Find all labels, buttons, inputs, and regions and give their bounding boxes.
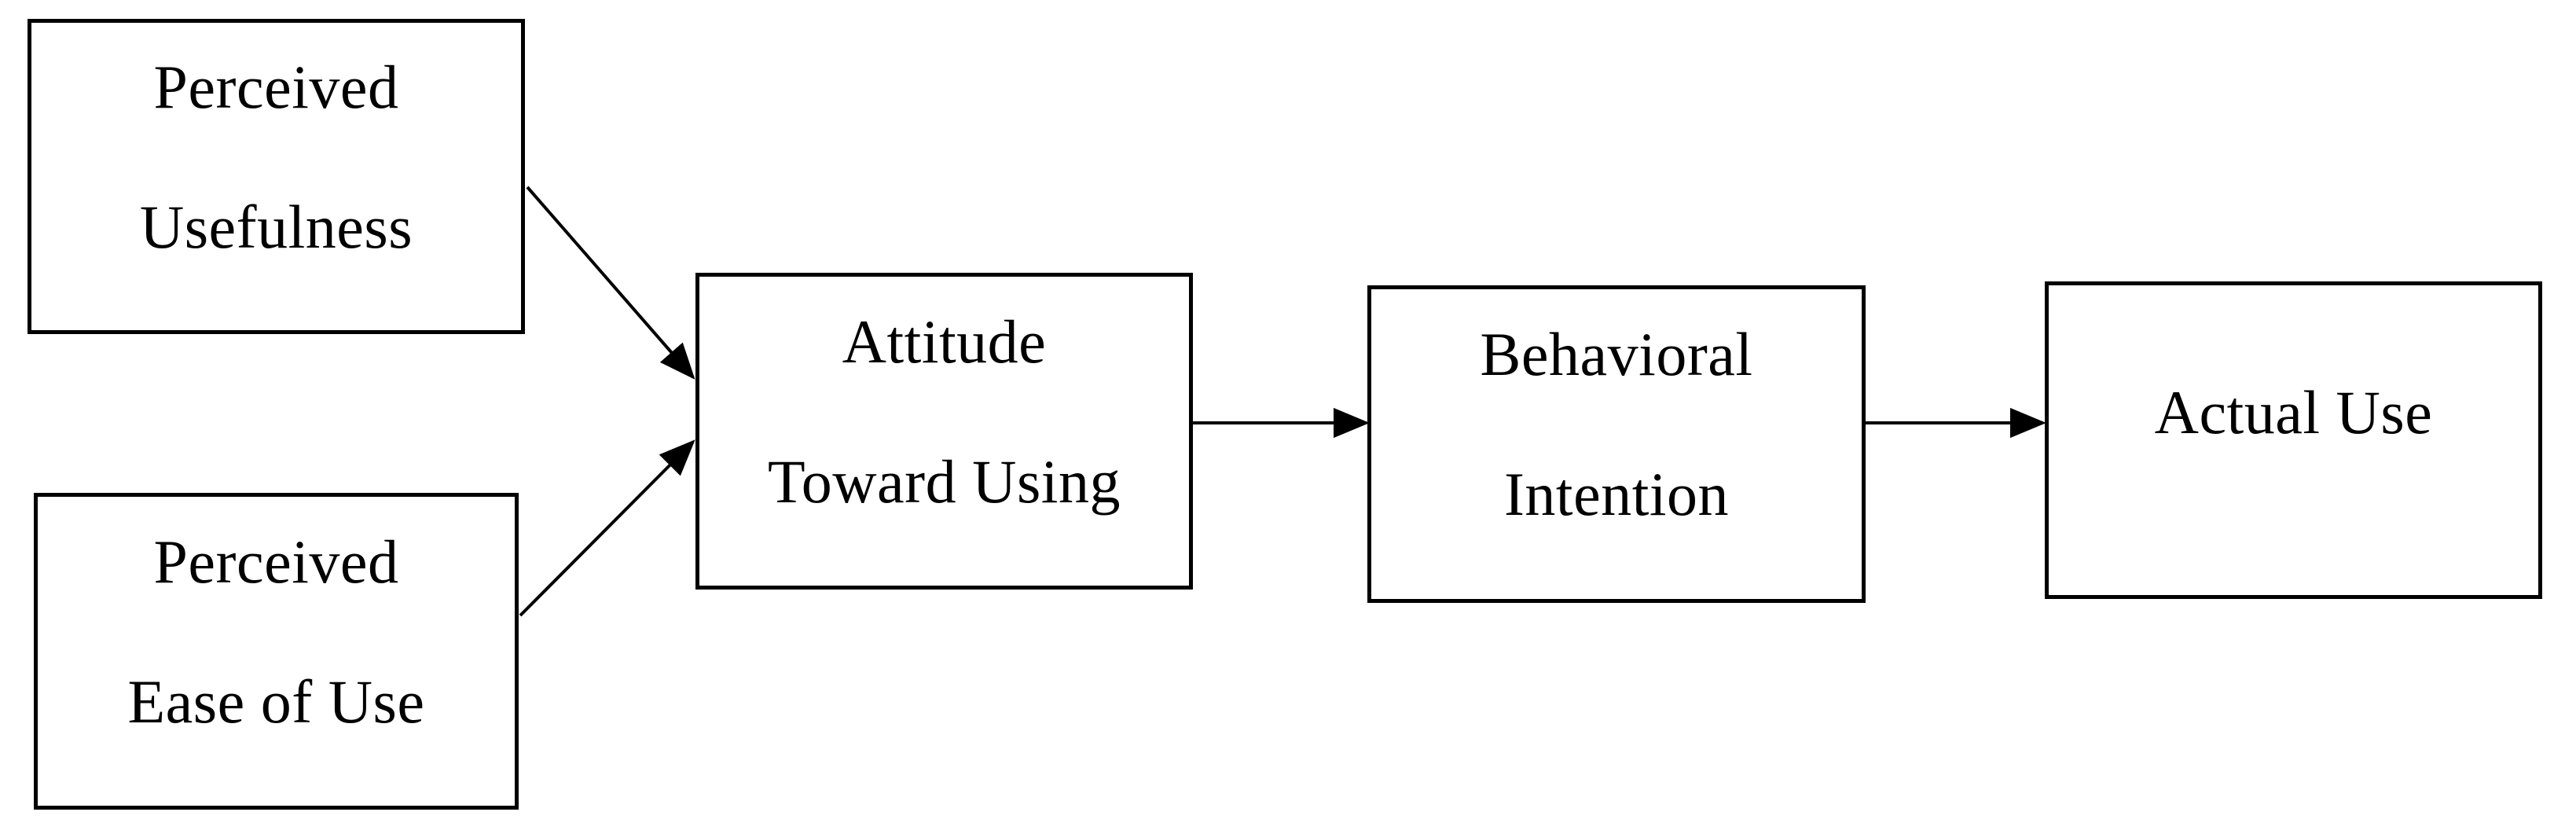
node-label-line: Perceived (153, 52, 399, 121)
node-label-line: Usefulness (139, 192, 413, 261)
edge-usefulness-to-attitude-arrow (526, 186, 695, 380)
node-label-line: Toward Using (768, 446, 1121, 516)
node-label-line: Behavioral (1480, 320, 1753, 388)
node-attitude-toward-using: Attitude Toward Using (695, 273, 1193, 590)
node-actual-use: Actual Use (2045, 281, 2542, 599)
node-perceived-usefulness: Perceived Usefulness (28, 19, 525, 334)
node-label-line: Perceived (153, 527, 399, 596)
node-label-line: Intention (1503, 460, 1730, 528)
node-label-line: Ease of Use (127, 667, 425, 736)
node-label-line: Actual Use (2154, 378, 2433, 446)
edge-ease-of-use-to-attitude-arrow (519, 439, 695, 617)
node-behavioral-intention: Behavioral Intention (1367, 285, 1866, 603)
node-perceived-ease-of-use: Perceived Ease of Use (34, 493, 519, 810)
node-label-line: Attitude (842, 307, 1047, 376)
